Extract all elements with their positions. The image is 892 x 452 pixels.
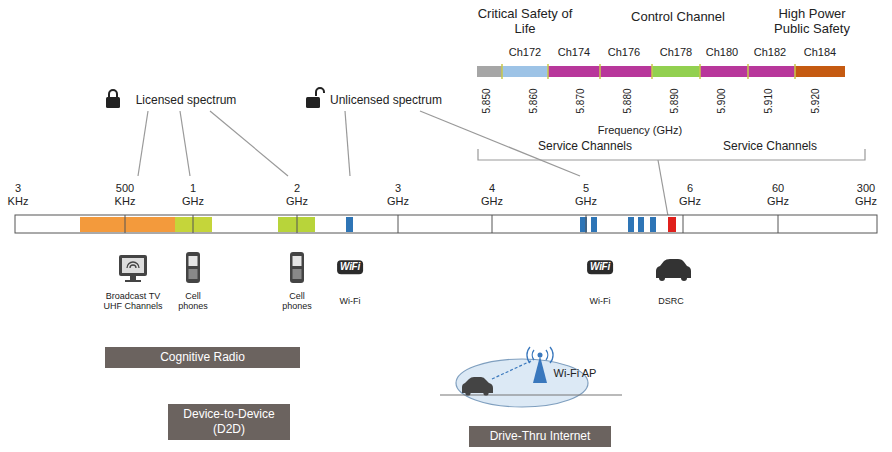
bracket-label: Service Channels bbox=[723, 140, 817, 154]
axis-tick: 2 GHz bbox=[286, 182, 308, 207]
device-label: Wi-Fi bbox=[590, 296, 611, 306]
axis-tick: 500 KHz bbox=[115, 182, 136, 207]
leader-line bbox=[658, 160, 668, 216]
zone-title: Critical Safety of Life bbox=[478, 7, 573, 37]
phone-icon bbox=[290, 252, 304, 283]
channel-name: Ch180 bbox=[706, 46, 738, 59]
zone-title: High Power Public Safety bbox=[769, 7, 855, 37]
device-label: Wi-Fi bbox=[340, 296, 361, 306]
axis-tick: 6 GHz bbox=[679, 182, 701, 207]
box-title: Device-to-Device (D2D) bbox=[178, 407, 280, 437]
device-label: Cell phones bbox=[282, 291, 312, 312]
channel-name: Ch172 bbox=[509, 46, 541, 59]
axis-tick: 300 GHz bbox=[855, 182, 877, 207]
frequency-tick: 5.910 bbox=[763, 88, 775, 113]
box-title: Cognitive Radio bbox=[115, 350, 290, 365]
frequency-tick: 5.900 bbox=[716, 88, 728, 113]
zone-title: Control Channel bbox=[631, 10, 725, 25]
device-label: Cell phones bbox=[178, 291, 208, 312]
box-title: Drive-Thru Internet bbox=[479, 429, 601, 444]
spectrum-label: Unlicensed spectrum bbox=[330, 94, 442, 108]
drive-thru-scene bbox=[440, 347, 622, 407]
axis-tick: 4 GHz bbox=[481, 182, 503, 207]
device-label: Broadcast TV UHF Channels bbox=[100, 291, 166, 312]
tv-icon bbox=[119, 255, 147, 282]
wifi-logo: WiFi bbox=[587, 260, 613, 274]
application-box: Drive-Thru Internet bbox=[469, 426, 611, 447]
device-label: DSRC bbox=[658, 296, 684, 306]
axis-tick: 60 GHz bbox=[767, 182, 789, 207]
leader-lines bbox=[138, 111, 580, 176]
frequency-tick: 5.870 bbox=[575, 88, 587, 113]
channel-name: Ch182 bbox=[754, 46, 786, 59]
channel-name: Ch184 bbox=[804, 46, 836, 59]
lock-icon bbox=[106, 90, 120, 108]
frequency-tick: 5.880 bbox=[622, 88, 634, 113]
axis-tick: 3 KHz bbox=[8, 182, 29, 207]
frequency-tick: 5.850 bbox=[481, 88, 493, 113]
wifi-logo: WiFi bbox=[337, 260, 363, 274]
application-box: Cognitive Radio bbox=[105, 347, 300, 368]
channel-name: Ch174 bbox=[558, 46, 590, 59]
axis-tick: 3 GHz bbox=[387, 182, 409, 207]
channel-name: Ch178 bbox=[660, 46, 692, 59]
axis-title: Frequency (GHz) bbox=[598, 124, 682, 137]
spectrum-axis bbox=[15, 215, 877, 233]
application-box: Device-to-Device (D2D) bbox=[168, 404, 290, 440]
axis-tick: 1 GHz bbox=[182, 182, 204, 207]
frequency-tick: 5.860 bbox=[528, 88, 540, 113]
open-lock-icon bbox=[306, 88, 324, 108]
frequency-tick: 5.890 bbox=[669, 88, 681, 113]
channel-name: Ch176 bbox=[608, 46, 640, 59]
channel-bar bbox=[477, 64, 845, 79]
phone-icon bbox=[186, 252, 200, 283]
frequency-tick: 5.920 bbox=[810, 88, 822, 113]
access-point-label: Wi-Fi AP bbox=[554, 367, 597, 380]
bracket-label: Service Channels bbox=[538, 140, 632, 154]
spectrum-label: Licensed spectrum bbox=[136, 94, 237, 108]
axis-tick: 5 GHz bbox=[575, 182, 597, 207]
